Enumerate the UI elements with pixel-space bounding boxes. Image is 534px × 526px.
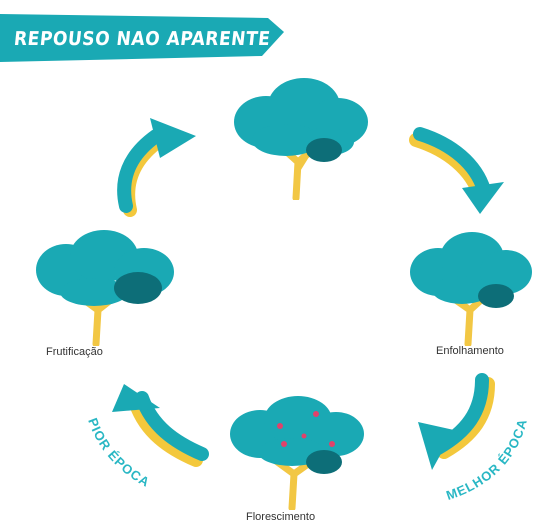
stage-label-enfolhamento: Enfolhamento (436, 345, 504, 357)
tree-left-icon (36, 230, 174, 346)
arrow-top-to-right (409, 127, 504, 214)
stage-label-frutificacao: Frutificação (46, 346, 103, 358)
worst-season-label: PIOR ÉPOCA (85, 416, 153, 490)
diagram-title: REPOUSO NAO APARENTE (12, 28, 272, 50)
arrow-bottom-to-left (112, 384, 209, 467)
tree-top-icon (234, 78, 368, 200)
tree-bottom-icon (230, 396, 364, 510)
tree-right-icon (410, 232, 532, 346)
arrow-left-to-top (117, 118, 196, 217)
best-season-label: MELHOR ÉPOCA (444, 417, 530, 503)
stage-label-florescimento: Florescimento (246, 511, 316, 523)
arrow-right-to-bottom (418, 373, 495, 470)
title-banner (0, 14, 284, 62)
